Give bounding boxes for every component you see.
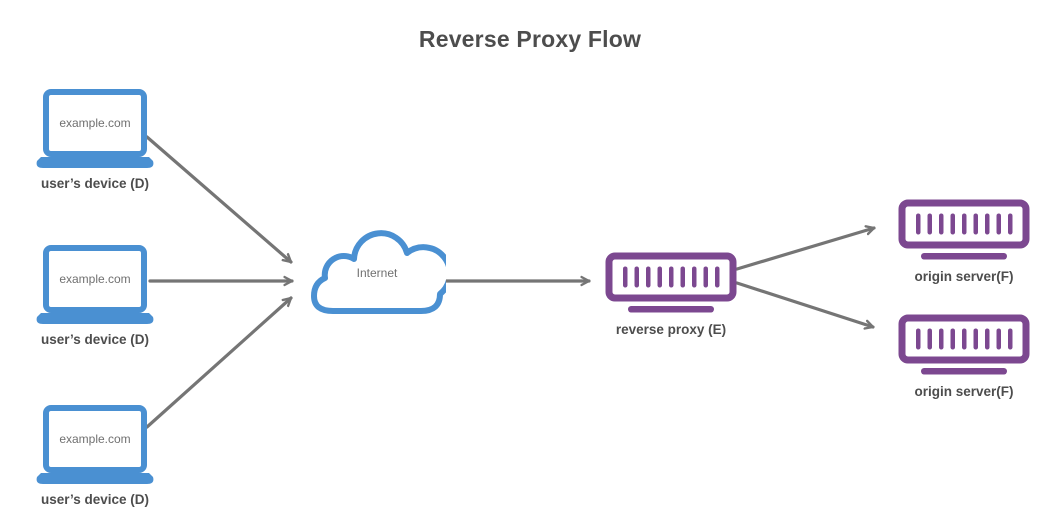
arrow-device1-to-internet [145, 135, 293, 264]
server-icon [898, 314, 1030, 375]
device-caption: user’s device (D) [40, 492, 150, 507]
device-screen-label: example.com [59, 272, 131, 286]
arrow-device3-to-internet [145, 296, 293, 429]
arrow-proxy-to-origin1 [735, 228, 876, 271]
user-device-3-node: example.com user’s device (D) [35, 404, 155, 507]
device-screen-label: example.com [59, 432, 131, 446]
device-screen-label: example.com [59, 116, 131, 130]
origin-server-2-node: origin server(F) [897, 314, 1031, 399]
device-caption: user’s device (D) [40, 332, 150, 347]
origin-server-1-caption: origin server(F) [914, 269, 1014, 284]
origin-server-1-node: origin server(F) [897, 199, 1031, 284]
internet-label: Internet [356, 266, 398, 280]
device-caption: user’s device (D) [40, 176, 150, 191]
laptop-icon [36, 405, 154, 484]
user-device-1-node: example.com user’s device (D) [35, 88, 155, 191]
laptop-icon [36, 245, 154, 324]
laptop-icon [36, 89, 154, 168]
arrow-proxy-to-origin2 [735, 281, 875, 327]
reverse-proxy-node: reverse proxy (E) [604, 252, 738, 337]
internet-node: Internet [308, 222, 446, 317]
cloud-icon [311, 230, 446, 314]
server-icon [605, 252, 737, 313]
reverse-proxy-caption: reverse proxy (E) [615, 322, 727, 337]
origin-server-2-caption: origin server(F) [914, 384, 1014, 399]
user-device-2-node: example.com user’s device (D) [35, 244, 155, 347]
server-icon [898, 199, 1030, 260]
diagram-title: Reverse Proxy Flow [418, 26, 642, 52]
